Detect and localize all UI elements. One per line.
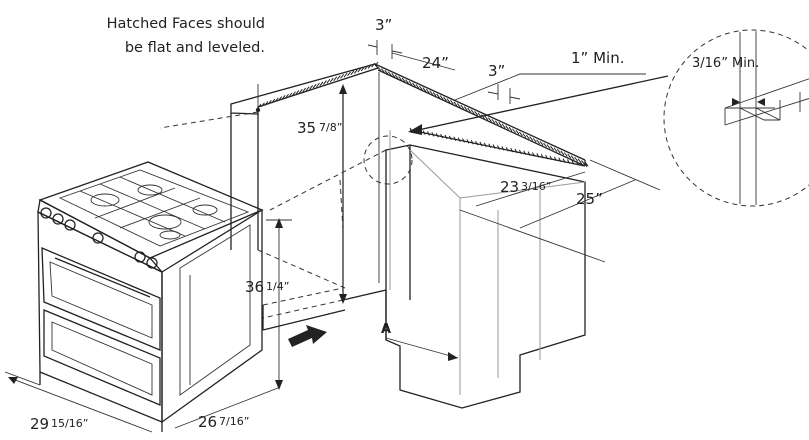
knob-6-icon [146,257,158,269]
note-line-1: Hatched Faces should [107,16,265,32]
note-line-2: be flat and leveled. [125,40,265,56]
hatched-faces [257,61,589,168]
detail-callout [663,29,809,207]
dim-1-min: 1” Min. [571,49,624,67]
dim-36-frac: 1/4” [266,280,289,293]
knob-5-icon [134,251,146,263]
detail-min: 3/16” Min. [692,56,759,71]
range-appliance [37,161,264,432]
dim-29-whole: 29 [30,415,49,433]
dim-a: A [381,322,391,337]
dimension-lines [4,40,661,433]
dim-25: 25” [576,190,603,208]
dim-36-whole: 36 [245,278,264,296]
dim-26-frac: 7/16” [219,415,249,428]
move-direction-arrow-icon [288,325,327,347]
dim-23-frac: 3/16” [521,180,551,193]
knob-2-icon [52,213,64,225]
dim-3-side: 3” [488,62,505,80]
dim-35-whole: 35 [297,119,316,137]
dim-26-whole: 26 [198,413,217,431]
dim-29-frac: 15/16” [51,417,88,430]
dim-3-top: 3” [375,16,392,34]
dim-24: 24” [422,54,449,72]
dim-35-frac: 7/8” [319,121,342,134]
dim-23-whole: 23 [500,178,519,196]
countertop-cabinet [159,63,586,409]
